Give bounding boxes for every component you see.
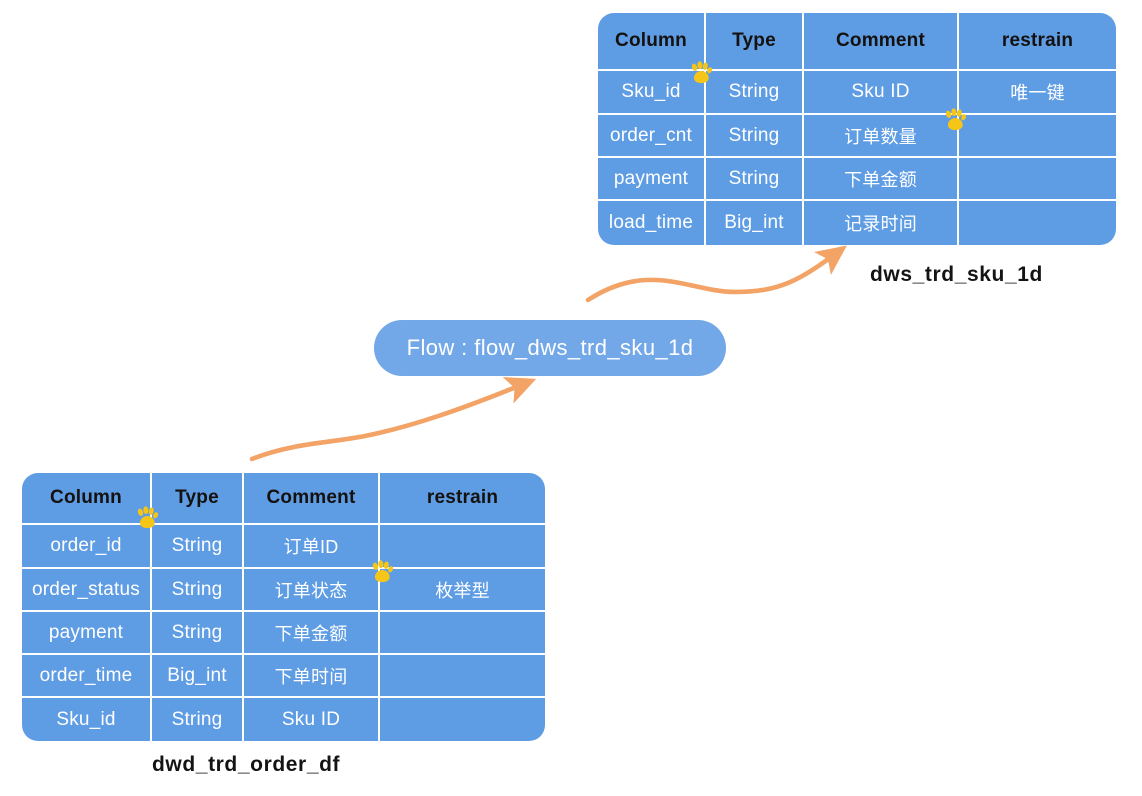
table-row[interactable]: order_id String 订单ID: [22, 525, 545, 569]
table-row[interactable]: payment String 下单金额: [22, 612, 545, 655]
cell-column: order_id: [22, 525, 152, 567]
cell-restrain: [959, 115, 1116, 156]
cell-column: order_status: [22, 569, 152, 610]
table-caption-dws: dws_trd_sku_1d: [870, 263, 1043, 286]
table-row[interactable]: order_status String 订单状态 枚举型: [22, 569, 545, 612]
cell-restrain: [380, 612, 545, 653]
cell-comment: 订单数量: [804, 115, 959, 156]
header-cell-comment: Comment: [244, 473, 380, 523]
cell-comment: Sku ID: [804, 71, 959, 113]
cell-comment: 下单金额: [244, 612, 380, 653]
cell-type: Big_int: [706, 201, 804, 245]
cell-comment: 订单ID: [244, 525, 380, 567]
header-cell-column: Column: [22, 473, 152, 523]
table-header-row: Column Type Comment restrain: [598, 13, 1116, 71]
header-cell-restrain: restrain: [426, 487, 499, 508]
cell-type: String: [706, 115, 804, 156]
cell-comment: Sku ID: [244, 698, 380, 741]
cell-restrain: 唯一键: [1010, 83, 1065, 103]
arrow-flow-to-target: [585, 245, 847, 303]
table-header-row: Column Type Comment restrain: [22, 473, 545, 525]
cell-type: String: [152, 698, 244, 741]
cell-comment: 下单金额: [804, 158, 959, 199]
header-cell-comment: Comment: [804, 13, 959, 69]
table-dws-trd-sku-1d[interactable]: Column Type Comment restrain Sku_id Stri…: [598, 13, 1116, 245]
paw-print-icon: [945, 108, 967, 131]
cell-column: payment: [598, 158, 706, 199]
cell-comment: 记录时间: [804, 201, 959, 245]
header-cell-type: Type: [152, 473, 244, 523]
header-cell-type: Type: [706, 13, 804, 69]
arrow-source-to-flow: [249, 377, 537, 462]
table-row[interactable]: payment String 下单金额: [598, 158, 1116, 201]
paw-print-icon: [372, 560, 394, 583]
flow-node[interactable]: Flow : flow_dws_trd_sku_1d: [374, 320, 726, 376]
cell-column: order_cnt: [598, 115, 706, 156]
flow-label: Flow : flow_dws_trd_sku_1d: [406, 335, 694, 360]
table-row[interactable]: order_cnt String 订单数量: [598, 115, 1116, 158]
cell-column: payment: [22, 612, 152, 653]
table-dwd-trd-order-df[interactable]: Column Type Comment restrain order_id St…: [22, 473, 545, 741]
cell-restrain: [380, 525, 545, 567]
cell-restrain: 枚举型: [435, 580, 490, 601]
table-row[interactable]: Sku_id String Sku ID 唯一键: [598, 71, 1116, 115]
cell-restrain: [959, 158, 1116, 199]
table-row[interactable]: load_time Big_int 记录时间: [598, 201, 1116, 245]
table-caption-dwd: dwd_trd_order_df: [152, 753, 341, 776]
cell-column: order_time: [22, 655, 152, 696]
cell-comment: 下单时间: [244, 655, 380, 696]
cell-comment: 订单状态: [244, 569, 380, 610]
table-row[interactable]: order_time Big_int 下单时间: [22, 655, 545, 698]
cell-type: String: [152, 612, 244, 653]
cell-type: String: [706, 158, 804, 199]
cell-type: Big_int: [152, 655, 244, 696]
cell-column: Sku_id: [22, 698, 152, 741]
paw-print-icon: [137, 506, 159, 529]
cell-restrain: [380, 698, 545, 741]
cell-type: String: [706, 71, 804, 113]
cell-type: String: [152, 569, 244, 610]
cell-column: Sku_id: [598, 71, 706, 113]
paw-print-icon: [691, 61, 713, 84]
cell-type: String: [152, 525, 244, 567]
header-cell-restrain: restrain: [1001, 30, 1074, 51]
cell-restrain: [959, 201, 1116, 245]
cell-column: load_time: [598, 201, 706, 245]
header-cell-column: Column: [598, 13, 706, 69]
table-row[interactable]: Sku_id String Sku ID: [22, 698, 545, 741]
cell-restrain: [380, 655, 545, 696]
